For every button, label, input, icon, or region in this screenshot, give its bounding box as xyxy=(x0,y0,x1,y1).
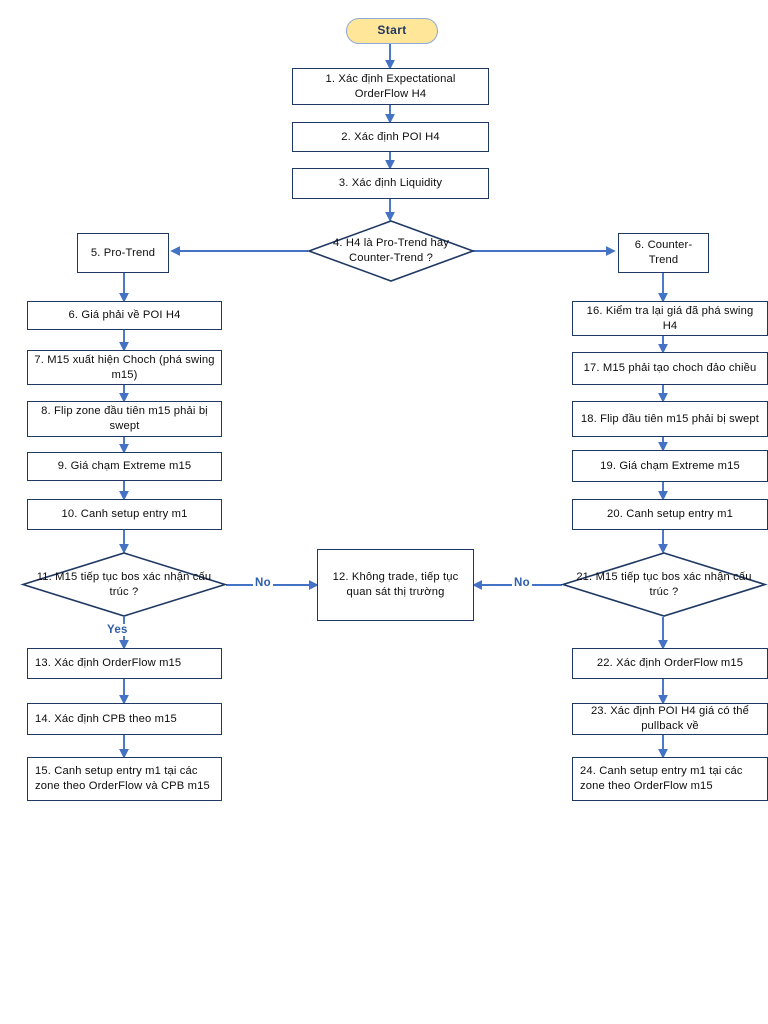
node-10-canh-setup-entry-m1[interactable]: 10. Canh setup entry m1 xyxy=(27,499,222,530)
node-16-kiem-tra-lai-gia[interactable]: 16. Kiểm tra lại giá đã phá swing H4 xyxy=(572,301,768,336)
node-3-liquidity[interactable]: 3. Xác định Liquidity xyxy=(292,168,489,199)
edge-label-no-right: No xyxy=(512,577,532,589)
node-24-canh-setup-entry-m1-zone[interactable]: 24. Canh setup entry m1 tại các zone the… xyxy=(572,757,768,801)
node-7-m15-choch[interactable]: 7. M15 xuất hiện Choch (phá swing m15) xyxy=(27,350,222,385)
diamond-shape-11 xyxy=(20,552,228,617)
node-6-gia-phai-ve-poi-h4[interactable]: 6. Giá phải về POI H4 xyxy=(27,301,222,330)
node-14-cpb-theo-m15[interactable]: 14. Xác định CPB theo m15 xyxy=(27,703,222,735)
diamond-shape-4 xyxy=(306,220,476,282)
node-23-poi-h4-pullback[interactable]: 23. Xác định POI H4 giá có thể pullback … xyxy=(572,703,768,735)
node-11-decision-m15-bos[interactable]: 11. M15 tiếp tục bos xác nhận cấu trúc ? xyxy=(20,552,228,617)
node-12-khong-trade[interactable]: 12. Không trade, tiếp tục quan sát thị t… xyxy=(317,549,474,621)
edge-label-no-left: No xyxy=(253,577,273,589)
node-21-decision-m15-bos[interactable]: 21. M15 tiếp tục bos xác nhận cấu trúc ? xyxy=(560,552,768,617)
node-20-canh-setup-entry-m1[interactable]: 20. Canh setup entry m1 xyxy=(572,499,768,530)
node-18-flip-dau-tien-swept[interactable]: 18. Flip đầu tiên m15 phải bị swept xyxy=(572,401,768,437)
node-4-label: 4. H4 là Pro-Trend hay Counter-Trend ? xyxy=(332,237,450,264)
node-11-label: 11. M15 tiếp tục bos xác nhận cấu trúc ? xyxy=(36,570,212,598)
node-17-m15-choch-dao-chieu[interactable]: 17. M15 phải tạo choch đảo chiều xyxy=(572,352,768,385)
node-5-pro-trend[interactable]: 5. Pro-Trend xyxy=(77,233,169,273)
node-15-canh-setup-entry-m1-zone[interactable]: 15. Canh setup entry m1 tại các zone the… xyxy=(27,757,222,801)
node-22-orderflow-m15[interactable]: 22. Xác định OrderFlow m15 xyxy=(572,648,768,679)
node-1-expectational-orderflow-h4[interactable]: 1. Xác định Expectational OrderFlow H4 xyxy=(292,68,489,105)
node-9-gia-cham-extreme-m15[interactable]: 9. Giá chạm Extreme m15 xyxy=(27,452,222,481)
node-13-orderflow-m15[interactable]: 13. Xác định OrderFlow m15 xyxy=(27,648,222,679)
node-19-gia-cham-extreme-m15[interactable]: 19. Giá chạm Extreme m15 xyxy=(572,450,768,482)
node-8-flip-zone-swept[interactable]: 8. Flip zone đầu tiên m15 phải bị swept xyxy=(27,401,222,437)
edge-label-yes-left: Yes xyxy=(105,624,130,636)
node-21-label: 21. M15 tiếp tục bos xác nhận cấu trúc ? xyxy=(576,570,752,598)
node-4-decision-pro-or-counter-trend[interactable]: 4. H4 là Pro-Trend hay Counter-Trend ? xyxy=(306,220,476,282)
node-start[interactable]: Start xyxy=(346,18,438,44)
node-2-poi-h4[interactable]: 2. Xác định POI H4 xyxy=(292,122,489,152)
node-6-counter-trend[interactable]: 6. Counter-Trend xyxy=(618,233,709,273)
diamond-shape-21 xyxy=(560,552,768,617)
